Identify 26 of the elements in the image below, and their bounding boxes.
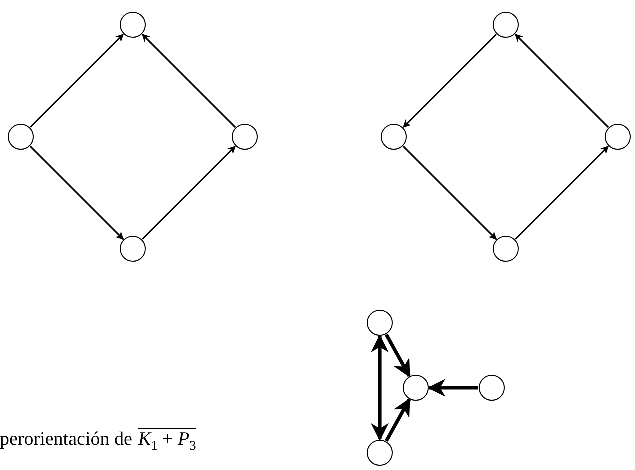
vertex-circle: [367, 310, 393, 336]
arrow: [402, 34, 498, 128]
arrow: [30, 34, 124, 128]
arrow: [371, 334, 389, 442]
arrow: [142, 146, 236, 240]
arrow: [428, 379, 478, 397]
arrow: [402, 146, 498, 240]
vertex-circle: [381, 124, 407, 150]
arrow: [30, 146, 124, 240]
caption-text: perorientación de: [0, 429, 132, 451]
vertex-circle: [120, 236, 146, 262]
formula: K$_{1}$ + P$_{3}$: [138, 428, 196, 451]
vertex-circle: [493, 236, 519, 262]
arrow: [384, 334, 412, 378]
vertex-circle: [120, 12, 146, 38]
arrow: [514, 146, 610, 240]
vertex-circle: [479, 375, 505, 401]
vertex-circle: [403, 375, 429, 401]
vertex-circle: [493, 12, 519, 38]
arrow: [514, 34, 610, 128]
vertex-circle: [367, 440, 393, 466]
arrow: [142, 34, 236, 128]
arrow: [384, 398, 412, 442]
vertex-circle: [605, 124, 631, 150]
vertex-circle: [232, 124, 258, 150]
vertex-circle: [8, 124, 34, 150]
